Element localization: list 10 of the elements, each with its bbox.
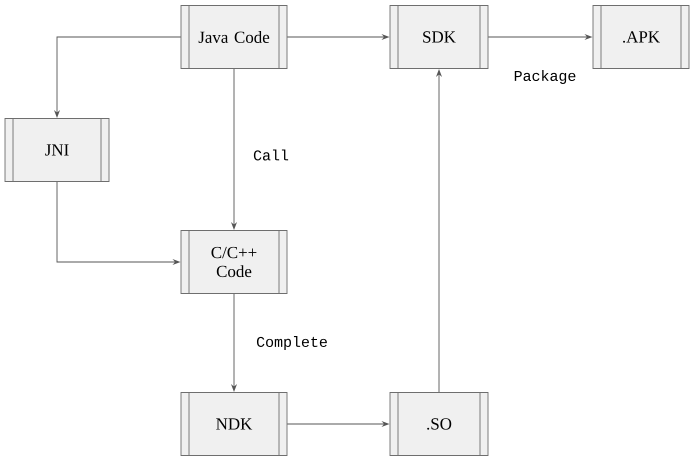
process-box: .APK [592,5,690,69]
edge-label: Complete [255,335,329,351]
process-box: JNI [4,118,110,182]
edge-label: Call [252,148,290,162]
process-box: SDK [390,5,488,69]
process-box: .SO [390,392,488,456]
process-box: NDK [180,392,288,456]
process-box: Java Code [180,5,288,69]
edge-label: Package [512,69,578,85]
process-box: C/C++ Code [180,230,288,294]
